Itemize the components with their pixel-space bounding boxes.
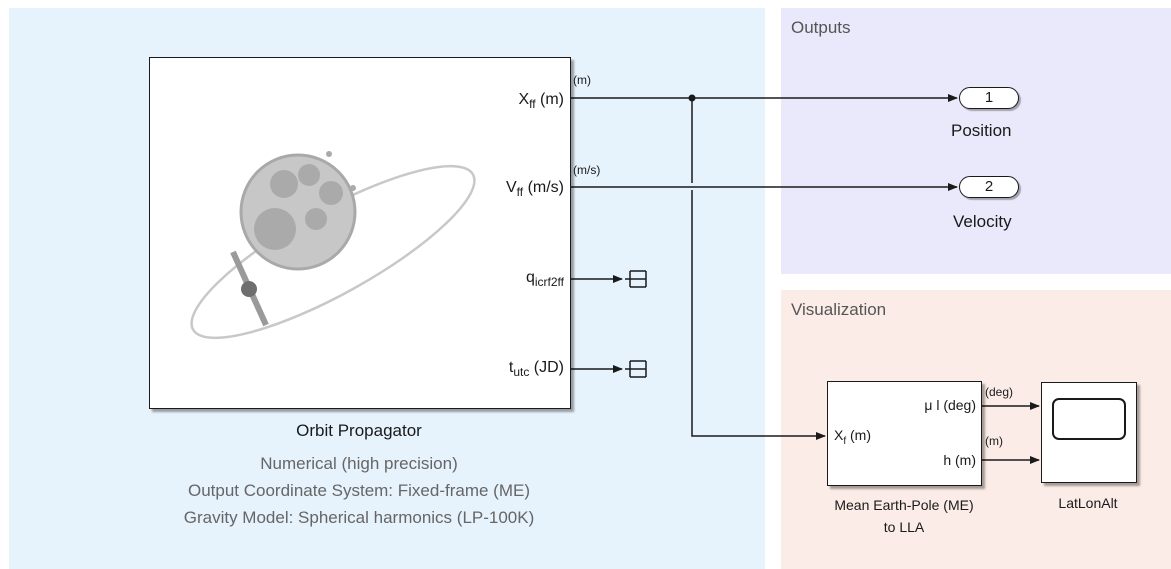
velocity-output-port: Vff (m/s) bbox=[506, 179, 564, 199]
me-to-lla-name-line1: Mean Earth-Pole (ME) bbox=[784, 497, 1024, 513]
me-to-lla-name-line2: to LLA bbox=[784, 519, 1024, 535]
position-signal-label: (m) bbox=[573, 73, 591, 87]
quaternion-output-port: qicrf2ff bbox=[526, 269, 564, 289]
position-output-port: Xff (m) bbox=[518, 91, 564, 111]
time-output-port: tutc (JD) bbox=[509, 359, 564, 379]
x-port-symbol: X bbox=[518, 91, 529, 108]
t-port-unit: (JD) bbox=[529, 359, 564, 376]
q-port-subscript: icrf2ff bbox=[535, 275, 564, 289]
scope-block[interactable] bbox=[1041, 382, 1137, 483]
q-terminator bbox=[625, 271, 646, 287]
lla-input-unit: (m) bbox=[846, 427, 871, 443]
position-outport[interactable]: 1 bbox=[959, 87, 1019, 109]
orbit-propagator-block[interactable]: Xff (m) Vff (m/s) qicrf2ff tutc (JD) bbox=[149, 57, 571, 409]
v-port-symbol: V bbox=[506, 179, 517, 196]
x-port-unit: (m) bbox=[536, 91, 564, 108]
lla-lat-lon-port: μ l (deg) bbox=[924, 397, 976, 413]
orbit-propagator-method: Numerical (high precision) bbox=[60, 454, 658, 474]
q-port-symbol: q bbox=[526, 269, 535, 286]
position-branch-line bbox=[692, 98, 825, 436]
lla-input-port: Xf (m) bbox=[834, 427, 871, 447]
orbit-propagator-coordinate-system: Output Coordinate System: Fixed-frame (M… bbox=[60, 481, 658, 501]
scope-name: LatLonAlt bbox=[1018, 495, 1158, 511]
velocity-signal-label: (m/s) bbox=[573, 163, 600, 177]
t-port-subscript: utc bbox=[513, 365, 529, 379]
lat-lon-signal-label: (deg) bbox=[985, 385, 1013, 399]
velocity-outport-label: Velocity bbox=[953, 212, 1012, 232]
t-terminator bbox=[625, 361, 646, 377]
orbit-propagator-icon bbox=[168, 140, 498, 370]
v-port-unit: (m/s) bbox=[523, 179, 564, 196]
position-outport-label: Position bbox=[951, 121, 1011, 141]
scope-screen-icon bbox=[1052, 398, 1126, 440]
altitude-signal-label: (m) bbox=[985, 434, 1003, 448]
orbit-propagator-gravity-model: Gravity Model: Spherical harmonics (LP-1… bbox=[60, 508, 658, 528]
velocity-outport[interactable]: 2 bbox=[959, 176, 1019, 198]
lla-input-symbol: X bbox=[834, 427, 843, 443]
orbit-propagator-name: Orbit Propagator bbox=[149, 421, 569, 441]
lla-altitude-port: h (m) bbox=[943, 452, 976, 468]
me-to-lla-block[interactable]: Xf (m) μ l (deg) h (m) bbox=[827, 381, 982, 486]
